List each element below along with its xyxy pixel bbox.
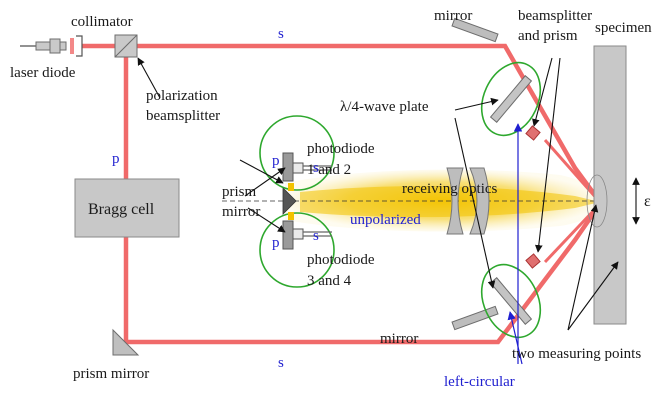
label-photodiode-12-a: photodiode [307, 141, 375, 157]
arrow-wave-plate-top [454, 97, 499, 111]
label-photodiode-12-b: 1 and 2 [307, 162, 351, 178]
arrow-polarization-beamsplitter [137, 57, 161, 99]
arrow-beamsplitter-prism-top [532, 57, 553, 127]
label-photodiode-34-b: 3 and 4 [307, 273, 352, 289]
arrow-wave-plate-bottom [454, 117, 496, 289]
beamsplitter-prism-top [525, 125, 541, 141]
arrow-beamsplitter-prism-bottom [534, 57, 561, 253]
label-p-lower: p [272, 235, 280, 251]
label-mirror-top: mirror [434, 8, 472, 24]
mirror-top [451, 17, 499, 43]
label-s-top: s [278, 26, 284, 42]
label-beamsplitter-and-prism-2: and prism [518, 28, 578, 44]
wave-plate-top-highlight [480, 61, 542, 137]
arrow-measuring-point-1 [567, 204, 599, 331]
label-s-upper: s [313, 160, 319, 176]
wave-plate-top [489, 75, 533, 123]
label-mirror-left: mirror [222, 204, 260, 220]
beamsplitter-prism-bottom [525, 253, 541, 269]
label-epsilon: ε [644, 193, 651, 210]
laser-beam-left-bottom [123, 46, 602, 345]
label-unpolarized: unpolarized [350, 212, 421, 228]
label-wave-plate: λ/4-wave plate [340, 99, 429, 115]
laser-beam-top [82, 43, 602, 204]
photodiode-3-and-4 [282, 212, 332, 250]
laser-diode [20, 38, 67, 54]
label-collimator: collimator [71, 14, 133, 30]
label-mirror-bottom: mirror [380, 331, 418, 347]
bragg-cell [74, 178, 180, 238]
arrow-prism-mirror-2 [244, 167, 286, 197]
label-two-measuring-points: two measuring points [512, 346, 641, 362]
prism-center [282, 187, 297, 215]
collimator [70, 35, 83, 57]
label-p-left: p [112, 151, 120, 167]
arrow-left-circular-2 [507, 311, 523, 365]
label-laser-diode: laser diode [10, 65, 76, 81]
label-p-upper: p [272, 153, 280, 169]
label-prism-mirror-bottom: prism mirror [73, 366, 149, 382]
label-specimen: specimen [595, 20, 652, 36]
label-prism: prism [222, 184, 257, 200]
photodiode-34-highlight [259, 212, 335, 288]
label-photodiode-34-a: photodiode [307, 252, 375, 268]
wave-plate-bottom [489, 277, 533, 325]
arrow-prism-mirror-3 [247, 207, 286, 233]
label-beamsplitter-and-prism-1: beamsplitter [518, 8, 592, 24]
label-polarization-1: polarization [146, 88, 218, 104]
receiving-optics [446, 167, 490, 235]
photodiode-1-and-2 [282, 152, 332, 191]
polarization-beamsplitter [114, 34, 138, 58]
label-s-bottom: s [278, 355, 284, 371]
prism-mirror-bottom [112, 328, 140, 356]
label-s-lower: s [313, 228, 319, 244]
mirror-bottom [451, 305, 499, 331]
photodiode-12-highlight [259, 115, 335, 191]
laser-beam-lower-return [543, 204, 600, 264]
label-bragg-cell: Bragg cell [88, 201, 155, 218]
arrow-prism-mirror-1 [239, 159, 284, 184]
label-receiving-optics: receiving optics [402, 181, 498, 197]
laser-beam-upper-return [543, 139, 600, 201]
specimen [593, 45, 627, 325]
measuring-spot [586, 174, 608, 228]
wave-plate-bottom-highlight [480, 263, 542, 339]
label-left-circular: left-circular [444, 374, 515, 390]
label-polarization-2: beamsplitter [146, 108, 220, 124]
received-light-core [300, 186, 600, 218]
arrow-measuring-point-2 [567, 261, 619, 331]
